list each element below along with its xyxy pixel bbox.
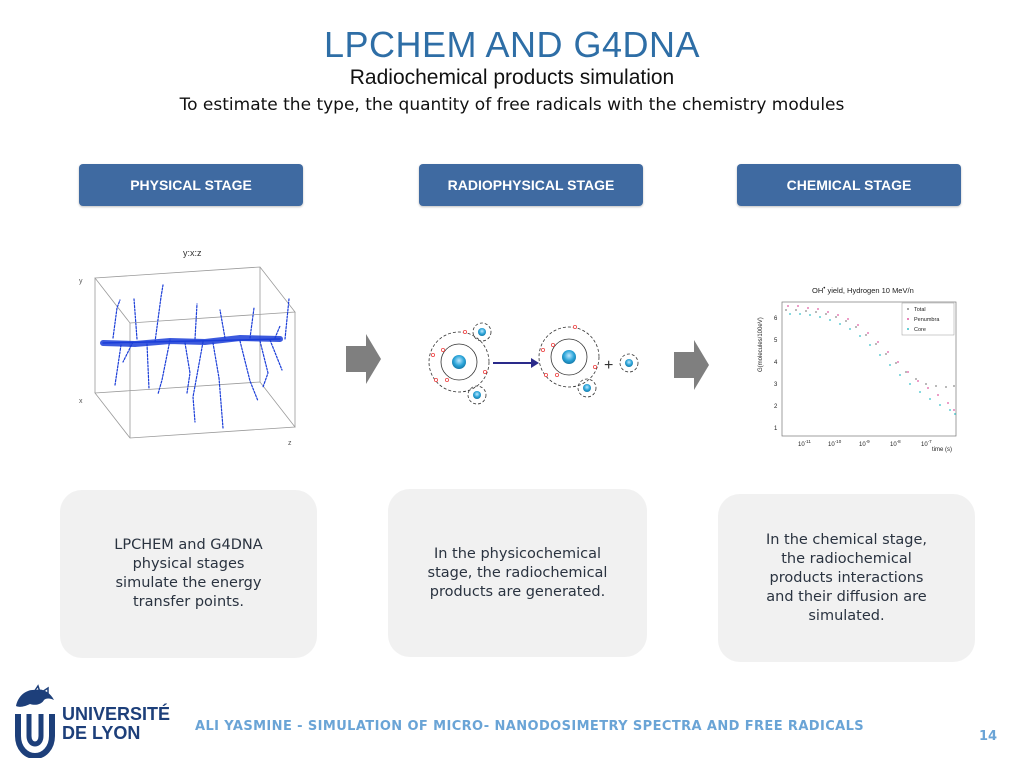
track-plot-title: y:x:z	[183, 248, 202, 258]
svg-text:10-7: 10-7	[921, 439, 932, 448]
svg-text:6: 6	[774, 316, 778, 322]
svg-text:10-8: 10-8	[890, 439, 901, 448]
ionization-track	[100, 284, 290, 429]
svg-text:Total: Total	[914, 307, 926, 313]
physical-stage-button[interactable]: PHYSICAL STAGE	[79, 164, 303, 206]
svg-text:2: 2	[774, 404, 778, 410]
physical-stage-card-text: LPCHEM and G4DNA physical stages simulat…	[114, 537, 263, 610]
svg-text:4: 4	[774, 360, 778, 366]
yield-plot-legend: Total Penumbra Core	[901, 302, 955, 336]
slide-description: To estimate the type, the quantity of fr…	[179, 95, 845, 115]
track-z-axis-label: z	[288, 440, 292, 447]
radiophysical-stage-button[interactable]: RADIOPHYSICAL STAGE	[419, 164, 643, 206]
flow-arrow-1	[346, 334, 381, 384]
yield-series-penumbra	[787, 305, 955, 411]
track-3d-plot: y:x:z y x z	[79, 248, 296, 447]
yield-plot-frame	[781, 301, 957, 437]
physical-stage-card: LPCHEM and G4DNA physical stages simulat…	[60, 490, 317, 658]
yield-plot-xticks: 10-11 10-10 10-9 10-8 10-7	[798, 439, 932, 448]
svg-text:Penumbra: Penumbra	[914, 317, 940, 323]
svg-text:10-9: 10-9	[859, 439, 870, 448]
page-number: 14	[979, 729, 998, 744]
radiophysical-stage-card: In the physicochemical stage, the radioc…	[388, 489, 647, 657]
footer-text: ALI YASMINE - SIMULATION OF MICRO- NANOD…	[195, 719, 865, 734]
yield-plot-title: OH• yield, Hydrogen 10 MeV/n	[812, 286, 914, 295]
track-y-axis-label: y	[79, 278, 83, 285]
svg-text:10-11: 10-11	[798, 439, 811, 448]
chemical-stage-card-text: In the chemical stage, the radiochemical…	[765, 531, 928, 624]
reaction-plus-sign: +	[604, 357, 613, 374]
track-plot-box	[94, 266, 296, 439]
svg-text:10-10: 10-10	[828, 439, 842, 448]
chemical-stage-button[interactable]: CHEMICAL STAGE	[737, 164, 961, 206]
svg-text:1: 1	[774, 426, 778, 432]
chemical-stage-card: In the chemical stage, the radiochemical…	[718, 494, 975, 662]
atom-reaction-diagram: +	[428, 322, 639, 405]
svg-text:Core: Core	[914, 327, 926, 333]
svg-text:5: 5	[774, 338, 778, 344]
logo-line1: UNIVERSITÉ	[62, 704, 171, 724]
flow-arrow-2	[674, 340, 709, 390]
logo-line2: DE LYON	[62, 723, 141, 743]
slide-title: LPCHEM AND G4DNA	[323, 24, 701, 65]
track-x-axis-label: x	[79, 398, 83, 405]
slide-subtitle: Radiochemical products simulation	[349, 66, 675, 89]
oh-yield-plot: OH• yield, Hydrogen 10 MeV/n G(molecules…	[758, 286, 957, 453]
free-radical	[619, 353, 639, 373]
yield-series-total	[785, 309, 955, 388]
svg-text:3: 3	[774, 382, 778, 388]
yield-plot-ylabel: G(molecules/100eV)	[758, 317, 764, 372]
radiophysical-stage-card-text: In the physicochemical stage, the radioc…	[427, 545, 608, 600]
yield-plot-xlabel: time (s)	[932, 447, 952, 453]
reaction-arrow	[493, 358, 539, 368]
atom-left	[428, 322, 492, 405]
yield-plot-yticks: 1 2 3 4 5 6	[774, 316, 778, 432]
lion-logo-icon	[15, 684, 55, 758]
yield-series-core	[789, 313, 956, 415]
atom-right	[538, 324, 600, 398]
